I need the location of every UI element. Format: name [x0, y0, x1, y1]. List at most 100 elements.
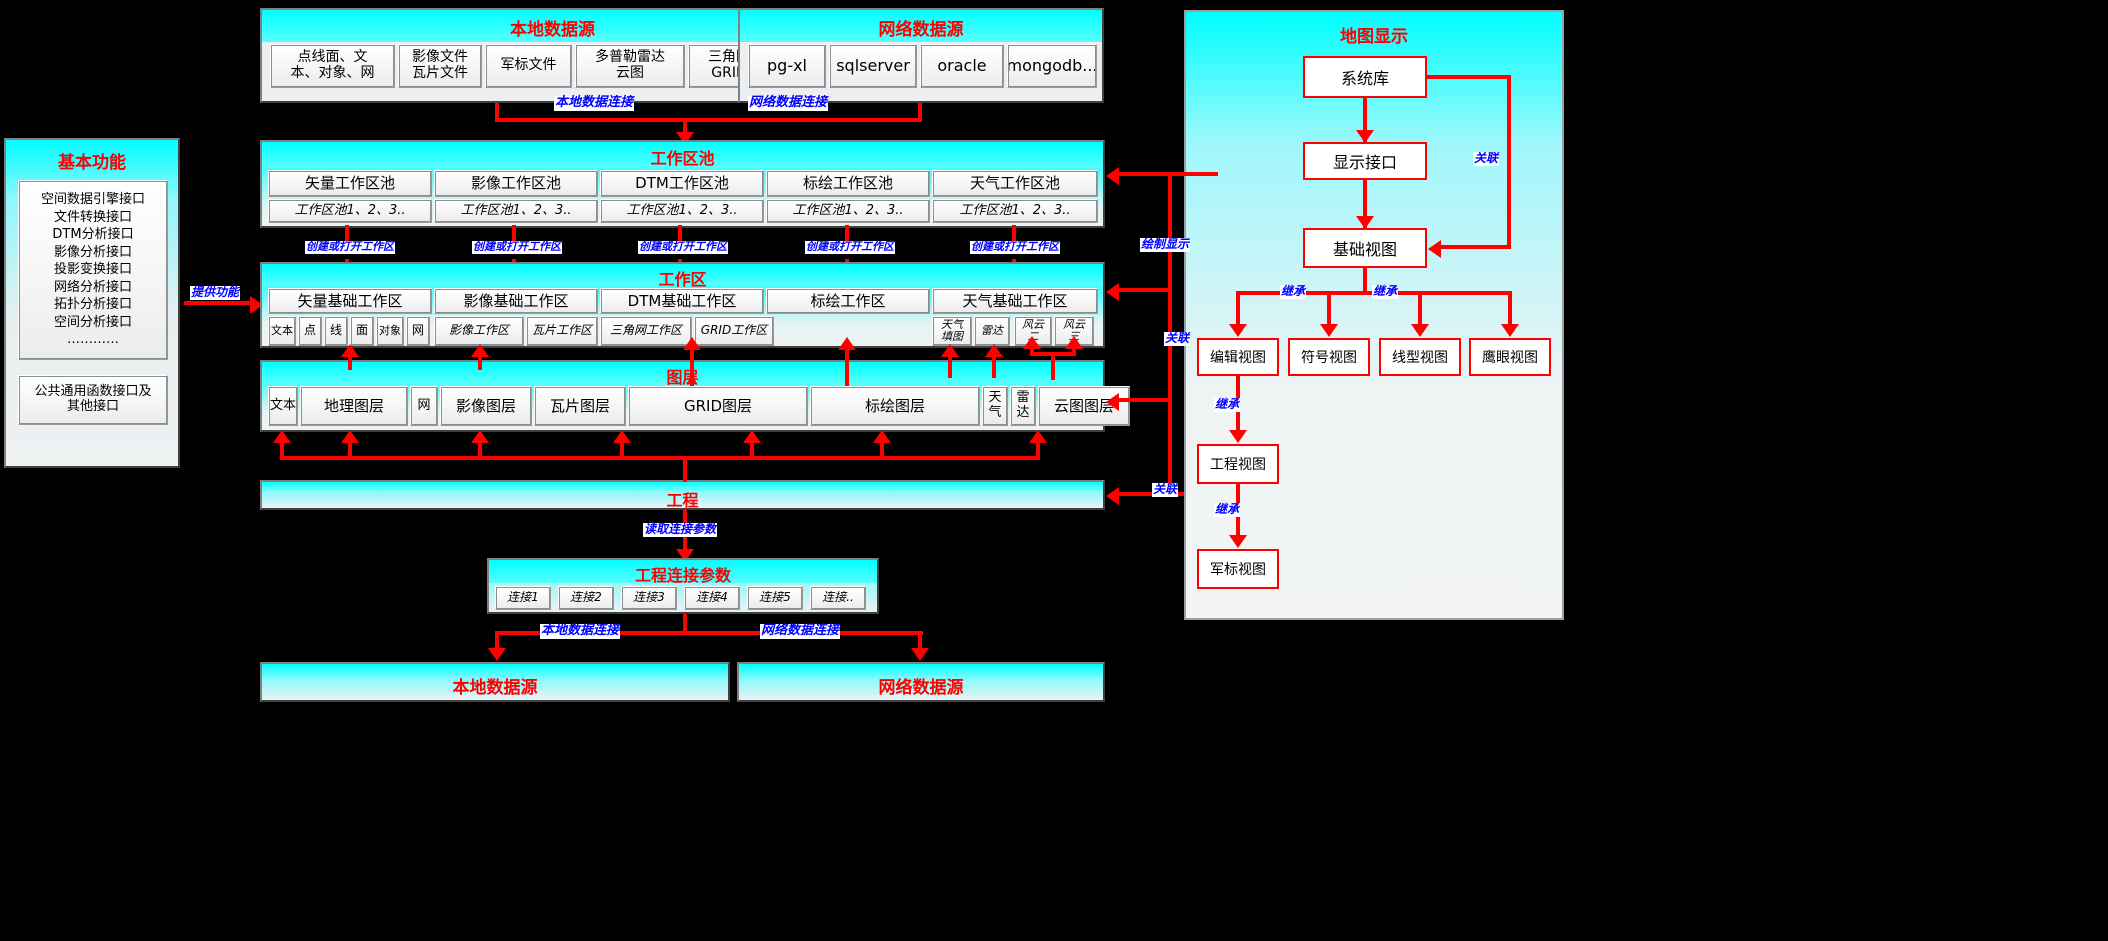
- conn-item-1[interactable]: 连接2: [558, 586, 614, 610]
- linetype-view-box[interactable]: 线型视图: [1379, 338, 1461, 376]
- workspace-pool-header: [262, 142, 1103, 168]
- base-view-box[interactable]: 基础视图: [1303, 228, 1427, 268]
- ws-chip-3[interactable]: 面: [350, 316, 374, 346]
- net-ds-item-1[interactable]: sqlserver: [829, 44, 917, 88]
- edge-label-draw-display: 绘制显示: [1140, 237, 1191, 252]
- workspace-header: [262, 264, 1103, 286]
- edge-label-assoc-project: 关联: [1152, 482, 1179, 497]
- layer-item-7[interactable]: 天气: [982, 386, 1008, 426]
- pool-subitem-3[interactable]: 工作区池1、2、3..: [766, 199, 930, 223]
- edit-view-box[interactable]: 编辑视图: [1197, 338, 1279, 376]
- edge-proj-u3: [620, 440, 624, 460]
- layer-item-8[interactable]: 雷达: [1010, 386, 1036, 426]
- edge-map-bus-top: [1168, 172, 1218, 176]
- layer-item-0[interactable]: 文本: [268, 386, 298, 426]
- ws-chip-10[interactable]: 天气 填图: [932, 316, 972, 346]
- arrow-assoc-baseview: [1428, 240, 1441, 258]
- edge-layer-ws-weather: [948, 352, 952, 378]
- edge-label-create-ws-0: 创建或打开工作区: [305, 240, 395, 254]
- pool-subitem-1[interactable]: 工作区池1、2、3..: [434, 199, 598, 223]
- pool-subitem-4[interactable]: 工作区池1、2、3..: [932, 199, 1098, 223]
- ws-chip-7[interactable]: 瓦片工作区: [526, 316, 598, 346]
- edge-label-create-ws-4: 创建或打开工作区: [970, 240, 1060, 254]
- layer-item-4[interactable]: 瓦片图层: [534, 386, 626, 426]
- net-ds-item-3[interactable]: mongodb...: [1006, 44, 1098, 88]
- ws-chip-0[interactable]: 文本: [268, 316, 296, 346]
- basic-common-interface[interactable]: 公共通用函数接口及 其他接口: [18, 375, 168, 425]
- ws-chip-5[interactable]: 网: [406, 316, 430, 346]
- conn-item-0[interactable]: 连接1: [495, 586, 551, 610]
- local-ds-item-1[interactable]: 影像文件 瓦片文件: [398, 44, 482, 88]
- conn-item-2[interactable]: 连接3: [621, 586, 677, 610]
- ws-chip-1[interactable]: 点: [298, 316, 322, 346]
- edge-label-create-ws-1: 创建或打开工作区: [472, 240, 562, 254]
- pool-subitem-0[interactable]: 工作区池1、2、3..: [268, 199, 432, 223]
- arrow-cloud-b: [1065, 336, 1083, 349]
- edge-label-assoc-layers: 关联: [1164, 331, 1191, 346]
- ws-chip-11[interactable]: 雷达: [974, 316, 1010, 346]
- edge-assoc-vert: [1507, 75, 1511, 248]
- edge-pool-ws-0: [345, 225, 349, 247]
- edge-label-assoc-map: 关联: [1473, 151, 1500, 166]
- edge-proj-u2: [478, 440, 482, 460]
- layer-item-6[interactable]: 标绘图层: [810, 386, 980, 426]
- conn-item-5[interactable]: 连接..: [810, 586, 866, 610]
- edge-net-ds-horiz: [683, 118, 922, 122]
- ws-item-3[interactable]: 标绘工作区: [766, 288, 930, 314]
- network-data-source-title: 网络数据源: [878, 20, 964, 40]
- arrow-proj-u6: [1029, 430, 1047, 443]
- basic-interfaces-list: 空间数据引擎接口 文件转换接口 DTM分析接口 影像分析接口 投影变换接口 网络…: [18, 180, 168, 360]
- edge-pool-ws-1: [512, 225, 516, 247]
- eagle-eye-view-box[interactable]: 鹰眼视图: [1469, 338, 1551, 376]
- pool-item-4[interactable]: 天气工作区池: [932, 170, 1098, 197]
- conn-item-3[interactable]: 连接4: [684, 586, 740, 610]
- net-ds-item-0[interactable]: pg-xl: [748, 44, 826, 88]
- ws-item-4[interactable]: 天气基础工作区: [932, 288, 1098, 314]
- pool-item-0[interactable]: 矢量工作区池: [268, 170, 432, 197]
- layer-item-1[interactable]: 地理图层: [300, 386, 408, 426]
- pool-item-2[interactable]: DTM工作区池: [600, 170, 764, 197]
- arrow-layer-ws-d: [683, 337, 701, 350]
- arrow-layer-ws-b: [471, 344, 489, 357]
- local-ds-item-2[interactable]: 军标文件: [485, 44, 572, 88]
- symbol-view-box[interactable]: 符号视图: [1288, 338, 1370, 376]
- arrow-layer-ws-a: [341, 344, 359, 357]
- ws-chip-2[interactable]: 线: [324, 316, 348, 346]
- local-ds-item-0[interactable]: 点线面、文 本、对象、网: [270, 44, 395, 88]
- local-ds-item-3[interactable]: 多普勒雷达 云图: [575, 44, 685, 88]
- pool-item-3[interactable]: 标绘工作区池: [766, 170, 930, 197]
- edge-cloud-stem: [1051, 352, 1055, 380]
- system-library-box[interactable]: 系统库: [1303, 56, 1427, 98]
- pool-subitem-2[interactable]: 工作区池1、2、3..: [600, 199, 764, 223]
- layer-item-5[interactable]: GRID图层: [628, 386, 808, 426]
- edge-label-inherit-right: 继承: [1372, 284, 1399, 299]
- layers-title: 图层: [666, 368, 699, 387]
- project-view-box[interactable]: 工程视图: [1197, 444, 1279, 484]
- basic-functions-title: 基本功能: [58, 153, 126, 173]
- ws-item-0[interactable]: 矢量基础工作区: [268, 288, 432, 314]
- edge-label-local-conn-top: 本地数据连接: [554, 95, 635, 111]
- conn-item-4[interactable]: 连接5: [747, 586, 803, 610]
- pool-item-1[interactable]: 影像工作区池: [434, 170, 598, 197]
- workspace-panel: 工作区 矢量基础工作区 影像基础工作区 DTM基础工作区 标绘工作区 天气基础工…: [260, 262, 1105, 348]
- arrow-proj-u1: [341, 430, 359, 443]
- network-data-source-header: [740, 10, 1102, 42]
- bottom-net-ds-title: 网络数据源: [878, 678, 964, 698]
- edge-layer-ws-b: [478, 352, 482, 370]
- layer-item-2[interactable]: 网: [410, 386, 438, 426]
- military-view-box[interactable]: 军标视图: [1197, 549, 1279, 589]
- edge-conn-rail: [495, 631, 923, 635]
- ws-chip-9[interactable]: GRID工作区: [694, 316, 774, 346]
- edge-label-inherit-left: 继承: [1280, 284, 1307, 299]
- ws-chip-6[interactable]: 影像工作区: [434, 316, 524, 346]
- arrow-proj-u3: [613, 430, 631, 443]
- ws-item-1[interactable]: 影像基础工作区: [434, 288, 598, 314]
- ws-item-2[interactable]: DTM基础工作区: [600, 288, 764, 314]
- ws-chip-8[interactable]: 三角网工作区: [600, 316, 692, 346]
- conn-params-title: 工程连接参数: [634, 566, 731, 585]
- edge-cloud-up-a: [1030, 345, 1034, 355]
- layer-item-3[interactable]: 影像图层: [440, 386, 532, 426]
- ws-chip-4[interactable]: 对象: [376, 316, 404, 346]
- net-ds-item-2[interactable]: oracle: [920, 44, 1004, 88]
- display-interface-box[interactable]: 显示接口: [1303, 142, 1427, 180]
